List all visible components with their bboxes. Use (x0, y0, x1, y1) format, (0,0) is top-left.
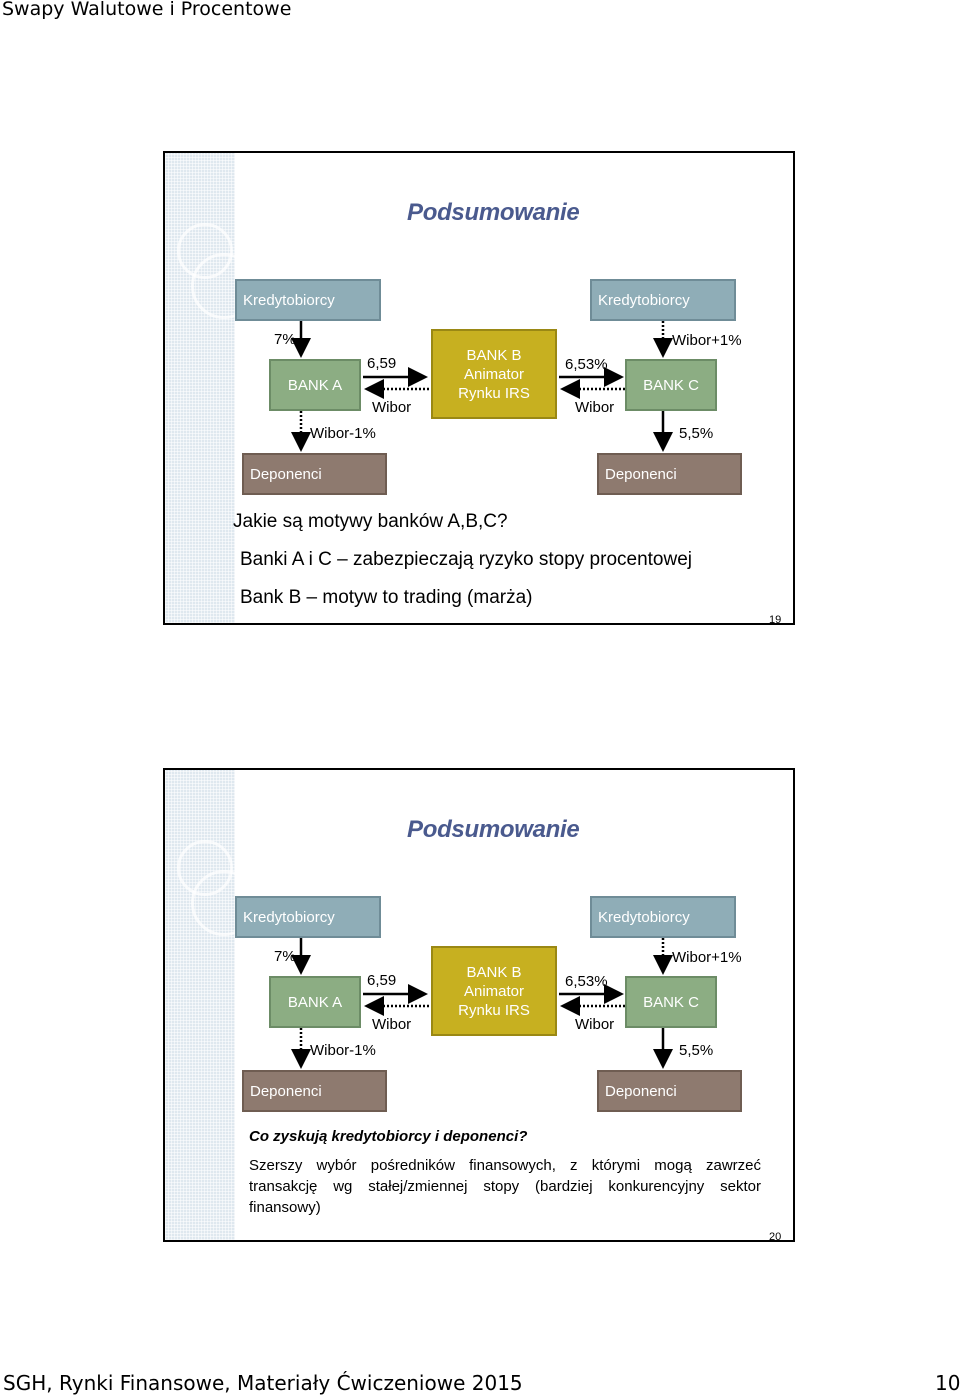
kredytobiorcy-left-box: Kredytobiorcy (235, 896, 381, 938)
bank-b-line-1: BANK B (466, 346, 522, 364)
slide-19-answer-line-2: Bank B – motyw to trading (marża) (240, 587, 533, 608)
page-footer-left: SGH, Rynki Finansowe, Materiały Ćwiczeni… (3, 1371, 523, 1395)
rate-c-in: Wibor+1% (672, 332, 742, 349)
slide-19-question: Jakie są motywy banków A,B,C? (233, 511, 508, 532)
bank-c-box: BANK C (625, 359, 717, 411)
slide-title: Podsumowanie (407, 199, 580, 226)
rate-ab-fixed: 6,59 (367, 972, 397, 989)
slide-19-answer-line-1: Banki A i C – zabezpieczają ryzyko stopy… (240, 549, 693, 570)
slide-decoration-stripe (165, 153, 257, 623)
bank-c-box: BANK C (625, 976, 717, 1028)
rate-bc-fixed: 6,53% (565, 973, 608, 990)
bank-b-line-3: Rynku IRS (458, 384, 530, 402)
deponenci-left-box: Deponenci (242, 453, 387, 495)
rate-ab-float: Wibor (372, 1016, 412, 1033)
page-header: Swapy Walutowe i Procentowe (2, 0, 292, 20)
rate-bc-float: Wibor (575, 399, 615, 416)
rate-a-in: 7% (274, 948, 296, 965)
bank-b-line-2: Animator (463, 365, 525, 383)
kredytobiorcy-right-box: Kredytobiorcy (590, 279, 736, 321)
slide-decoration-stripe (165, 770, 257, 1240)
rate-a-out: Wibor-1% (310, 1042, 376, 1059)
rate-c-out: 5,5% (679, 425, 714, 442)
kredytobiorcy-right-box: Kredytobiorcy (590, 896, 736, 938)
rate-ab-fixed: 6,59 (367, 355, 397, 372)
rate-bc-float: Wibor (575, 1016, 615, 1033)
slide-19-page-number: 19 (769, 614, 782, 625)
rate-c-out: 5,5% (679, 1042, 714, 1059)
bank-b-line-2: Animator (463, 982, 525, 1000)
bank-b-line-1: BANK B (466, 963, 522, 981)
slide-19: Podsumowanie Kredytobiorcy Kredytobiorcy… (163, 151, 795, 625)
rate-bc-fixed: 6,53% (565, 356, 608, 373)
bank-b-line-3: Rynku IRS (458, 1001, 530, 1019)
deponenci-right-box: Deponenci (597, 1070, 742, 1112)
slide-title: Podsumowanie (407, 816, 580, 843)
slide-20: Podsumowanie Kredytobiorcy Kredytobiorcy… (163, 768, 795, 1242)
deponenci-left-box: Deponenci (242, 1070, 387, 1112)
rate-c-in: Wibor+1% (672, 949, 742, 966)
rate-a-out: Wibor-1% (310, 425, 376, 442)
bank-b-box: BANK B Animator Rynku IRS (431, 329, 557, 419)
bank-b-box: BANK B Animator Rynku IRS (431, 946, 557, 1036)
deponenci-right-box: Deponenci (597, 453, 742, 495)
flow-arrows (291, 938, 673, 1069)
bank-a-box: BANK A (269, 359, 361, 411)
slide-20-answer: Szerszy wybór pośredników finansowych, z… (249, 1157, 761, 1216)
rate-a-in: 7% (274, 331, 296, 348)
kredytobiorcy-left-box: Kredytobiorcy (235, 279, 381, 321)
rate-ab-float: Wibor (372, 399, 412, 416)
flow-arrows (291, 321, 673, 452)
page-footer-number: 10 (935, 1371, 960, 1395)
slide-20-question: Co zyskują kredytobiorcy i deponenci? (249, 1128, 528, 1145)
slide-20-page-number: 20 (769, 1231, 782, 1242)
bank-a-box: BANK A (269, 976, 361, 1028)
